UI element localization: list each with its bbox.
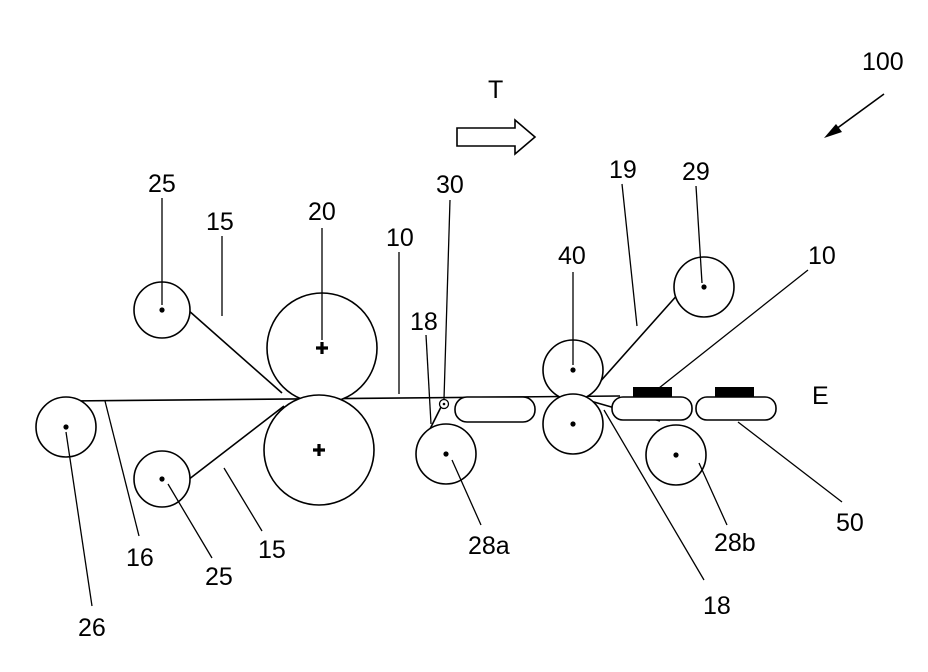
label-29: 29 [682,158,710,186]
label-26: 26 [78,614,106,642]
label-t: T [488,76,503,104]
label-10-left: 10 [386,224,414,252]
direction-arrow [457,120,535,154]
leader-19 [622,184,637,326]
label-50: 50 [836,509,864,537]
label-16: 16 [126,544,154,572]
label-28a: 28a [468,532,510,560]
reference-arrow-100 [824,94,884,138]
roll-28b [646,425,706,485]
label-19: 19 [609,156,637,184]
component-1 [633,387,672,397]
label-10-right: 10 [808,242,836,270]
label-25-upper: 25 [148,170,176,198]
label-30: 30 [436,171,464,199]
support-50-right [696,397,776,420]
label-18-right: 18 [703,592,731,620]
roll-28a [416,424,476,484]
roll-20-lower [264,395,374,505]
leader-15-lower [224,468,262,531]
leader-18-left [426,335,431,424]
roll-25-lower [134,451,190,507]
label-20: 20 [308,198,336,226]
leader-50 [738,422,842,502]
support-plate-left [455,397,535,422]
label-15-upper: 15 [206,208,234,236]
support-50-left [612,397,692,420]
roll-26 [36,397,96,457]
leader-25-lower [168,484,212,558]
label-100: 100 [862,48,904,76]
roll-29 [674,257,734,317]
guide-30 [440,400,449,409]
label-18-left: 18 [410,308,438,336]
label-28b: 28b [714,529,756,557]
roll-40-lower [543,394,603,454]
leader-30 [444,200,450,399]
label-15-lower: 15 [258,536,286,564]
leader-16 [105,401,139,536]
leader-26 [66,432,92,606]
leader-28b [699,463,727,525]
label-25-lower: 25 [205,563,233,591]
label-40: 40 [558,242,586,270]
label-e: E [812,382,829,410]
component-2 [715,387,754,397]
